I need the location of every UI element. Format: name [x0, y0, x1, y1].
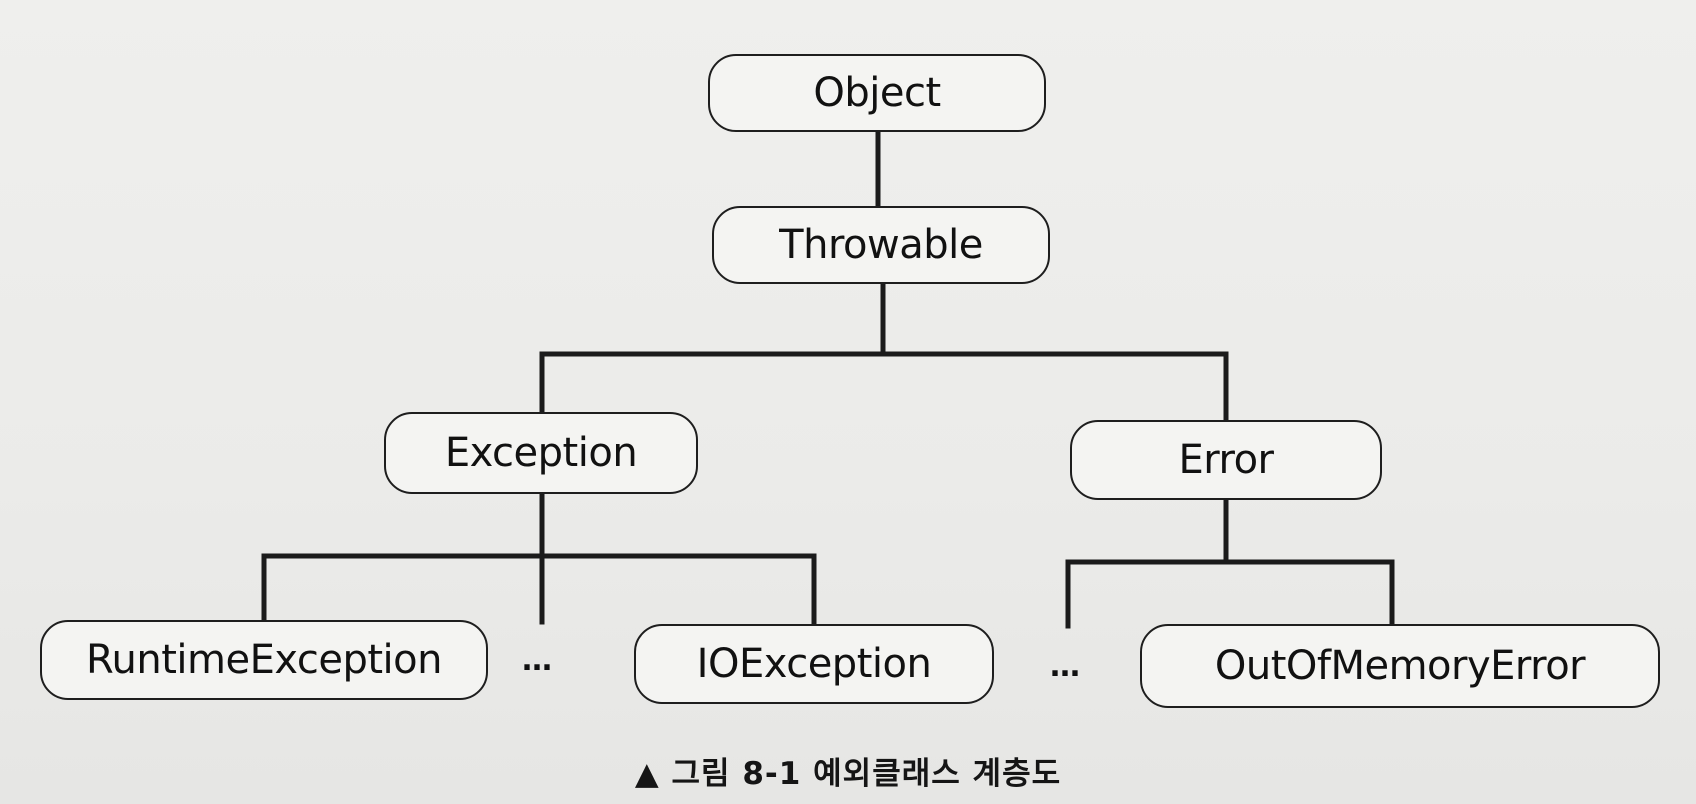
node-exception-label: Exception	[444, 430, 638, 476]
node-error: Error	[1070, 420, 1382, 500]
node-runtime-exception: RuntimeException	[40, 620, 488, 700]
node-out-of-memory-error: OutOfMemoryError	[1140, 624, 1660, 708]
node-object-label: Object	[813, 70, 941, 116]
node-throwable: Throwable	[712, 206, 1050, 284]
node-object: Object	[708, 54, 1046, 132]
node-out-of-memory-error-label: OutOfMemoryError	[1214, 643, 1586, 689]
node-runtime-exception-label: RuntimeException	[86, 637, 442, 683]
node-throwable-label: Throwable	[779, 222, 983, 268]
ellipsis-error-children: …	[1050, 649, 1080, 684]
node-exception: Exception	[384, 412, 698, 494]
figure-caption: ▲ 그림 8-1 예외클래스 계층도	[634, 756, 1062, 792]
node-error-label: Error	[1178, 437, 1275, 483]
node-io-exception-label: IOException	[696, 641, 932, 687]
node-io-exception: IOException	[634, 624, 994, 704]
ellipsis-exception-children: …	[522, 643, 552, 678]
